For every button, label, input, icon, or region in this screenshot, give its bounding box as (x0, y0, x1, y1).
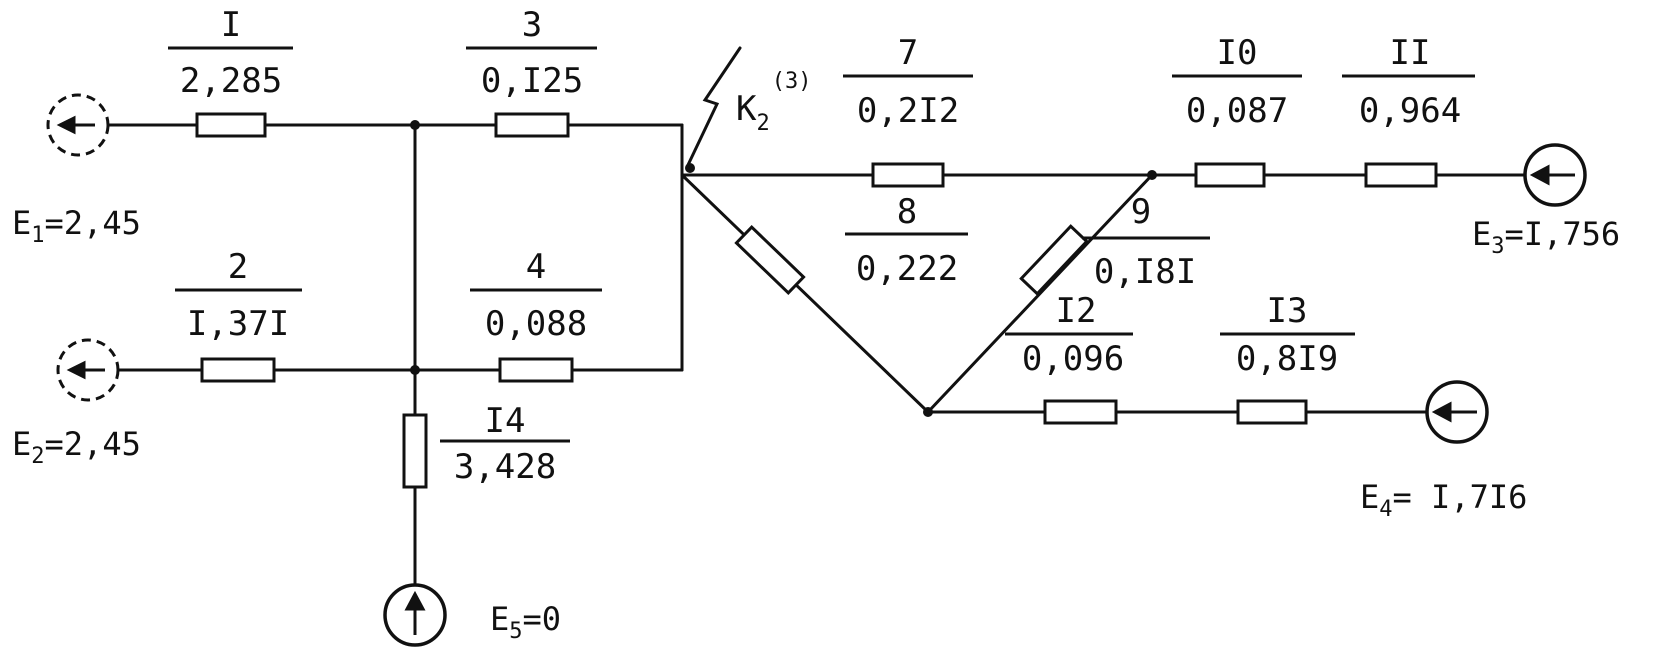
resistor-10 (1194, 162, 1266, 188)
branch-2-number: 2 (228, 247, 248, 287)
branch-10-value: 0,087 (1186, 91, 1288, 131)
source-e1-value: =2,45 (45, 204, 141, 242)
branch-1-value: 2,285 (180, 61, 282, 101)
source-e3-sub: 3 (1491, 234, 1504, 259)
node-d (923, 407, 933, 417)
node-a (410, 120, 420, 130)
wires (106, 123, 1527, 587)
resistor-4 (498, 357, 574, 383)
branch-2-value: I,37I (187, 304, 289, 344)
resistor-9 (1019, 224, 1089, 296)
source-e2 (56, 338, 120, 402)
branch-13-value: 0,8I9 (1236, 339, 1338, 379)
branch-11-value: 0,964 (1359, 91, 1461, 131)
source-e2-prefix: E (12, 425, 31, 463)
branch-7-number: 7 (898, 33, 918, 73)
source-e2-label: E2=2,45 (12, 425, 141, 469)
branch-labels: I 2,285 3 0,I25 2 I,37I 4 0,088 I4 3,428… (168, 5, 1475, 487)
branch-14-number: I4 (485, 401, 526, 441)
source-e4-label: E4= I,7I6 (1360, 478, 1527, 522)
fault-label-sub: 2 (756, 111, 769, 136)
resistors (195, 112, 1438, 489)
source-e1 (46, 93, 110, 157)
source-e5-sub: 5 (509, 619, 522, 644)
branch-9-number: 9 (1131, 192, 1151, 232)
source-e4-value: = I,7I6 (1393, 478, 1528, 516)
branch-9-value: 0,I8I (1094, 252, 1196, 292)
node-b (410, 365, 420, 375)
wire-node-d-to-node-c (926, 173, 1154, 414)
branch-4-value: 0,088 (485, 304, 587, 344)
source-e3-value: =I,756 (1505, 215, 1621, 253)
source-e1-prefix: E (12, 204, 31, 242)
branch-7-value: 0,2I2 (857, 91, 959, 131)
resistor-2 (200, 357, 276, 383)
branch-8-number: 8 (897, 192, 917, 232)
source-e1-label: E1=2,45 (12, 204, 141, 248)
resistor-14 (402, 413, 428, 489)
resistor-3 (494, 112, 570, 138)
source-e5-arrow-icon (404, 590, 426, 611)
source-e3-prefix: E (1472, 215, 1491, 253)
source-e4-sub: 4 (1379, 497, 1392, 522)
source-e2-arrow-icon (66, 360, 86, 380)
resistor-13 (1236, 399, 1308, 425)
source-e1-arrow-icon (56, 115, 76, 135)
branch-3-number: 3 (522, 5, 542, 45)
branch-12-number: I2 (1056, 291, 1097, 331)
branch-12-value: 0,096 (1022, 339, 1124, 379)
resistor-1 (195, 112, 267, 138)
branch-8-value: 0,222 (856, 249, 958, 289)
source-e2-sub: 2 (31, 444, 44, 469)
nodes (410, 120, 1157, 417)
resistor-8 (734, 224, 806, 296)
branch-3-value: 0,I25 (481, 61, 583, 101)
resistor-11 (1364, 162, 1438, 188)
resistor-12 (1043, 399, 1118, 425)
source-e5-value: =0 (523, 600, 562, 638)
branch-4-number: 4 (526, 247, 546, 287)
fault-lightning-icon (686, 46, 742, 167)
node-c (1147, 170, 1157, 180)
source-e3-arrow-icon (1529, 164, 1550, 186)
fault-label-prefix: K (736, 89, 757, 129)
branch-1-number: I (221, 5, 241, 45)
source-e3-label: E3=I,756 (1472, 215, 1620, 259)
fault-label-sup: (3) (772, 69, 812, 94)
source-e5 (383, 583, 447, 647)
source-e3 (1523, 143, 1587, 207)
branch-11-number: II (1390, 33, 1431, 73)
node-fault (685, 163, 695, 173)
source-e2-value: =2,45 (45, 425, 141, 463)
source-e4-arrow-icon (1431, 401, 1452, 423)
branch-14-value: 3,428 (454, 447, 556, 487)
source-e5-label: E5=0 (490, 600, 561, 644)
resistor-7 (871, 162, 945, 188)
wire-fault-to-node-d (680, 173, 930, 414)
source-e4-prefix: E (1360, 478, 1379, 516)
source-e5-prefix: E (490, 600, 509, 638)
source-e1-sub: 1 (31, 223, 44, 248)
branch-10-number: I0 (1217, 33, 1258, 73)
source-e4 (1425, 380, 1489, 444)
branch-13-number: I3 (1267, 291, 1308, 331)
fault-label: K2(3) (736, 69, 811, 136)
